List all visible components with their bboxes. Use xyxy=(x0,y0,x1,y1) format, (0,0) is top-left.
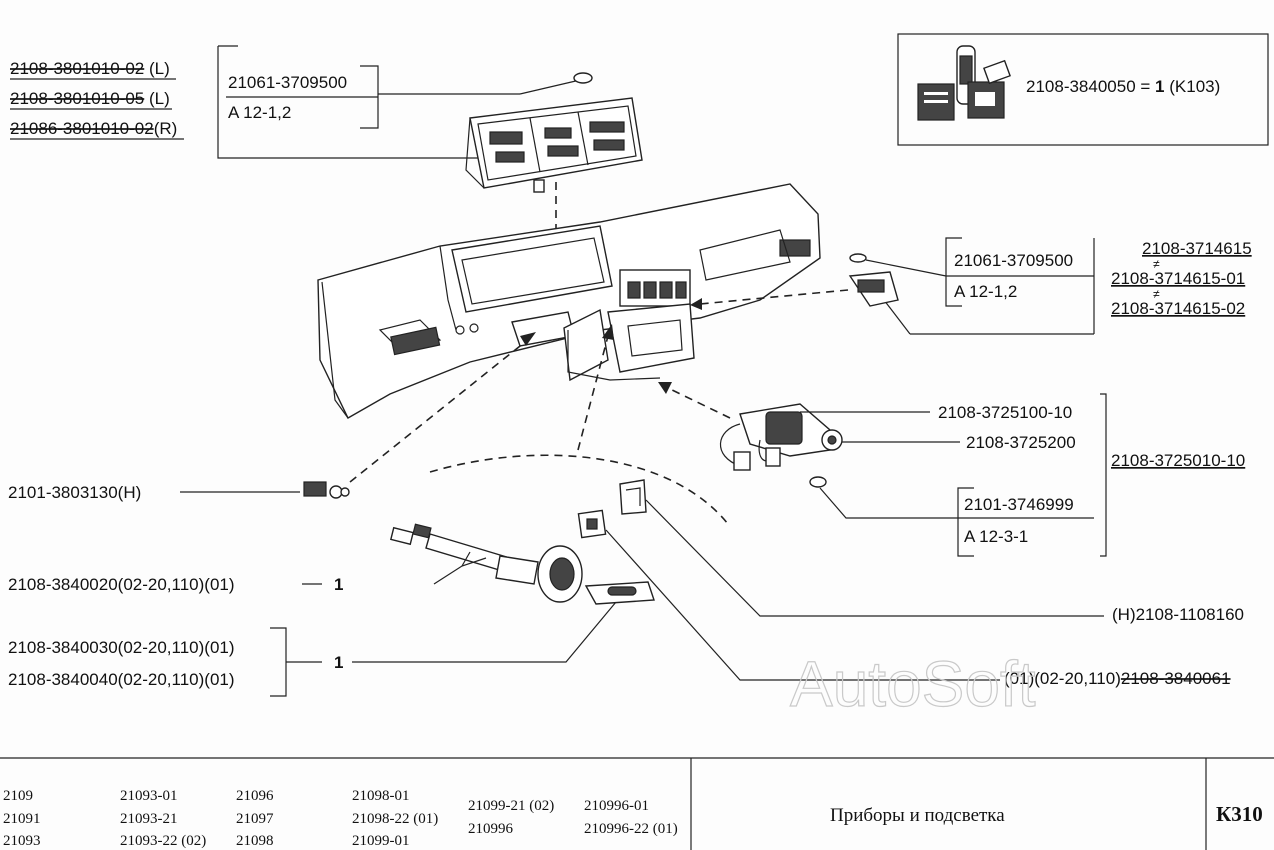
not-equal-symbol: ≠ xyxy=(1153,287,1160,301)
svg-text:2108-3840050 = 1 (K103): 2108-3840050 = 1 (K103) xyxy=(1026,77,1220,96)
ignition-bulb-part: 2101-3746999 xyxy=(964,495,1074,514)
footer: 2109 21091 21093 21093-01 21093-21 21093… xyxy=(0,757,1274,850)
clip-part: (H)2108-1108160 xyxy=(1112,605,1244,624)
model-code: 21098 xyxy=(236,833,274,849)
plate-part: 2108-3840030(02-20,110)(01) xyxy=(8,638,235,657)
model-code: 21091 xyxy=(3,811,41,827)
model-code: 21093-21 xyxy=(120,811,178,827)
dashboard xyxy=(317,183,821,419)
sensor: 2101-3803130(H) xyxy=(8,332,536,502)
cluster-bulb-type: A 12-1,2 xyxy=(228,103,291,122)
ignition-bulb-type: A 12-3-1 xyxy=(964,527,1028,546)
switch-variant: 2108-3714615 xyxy=(1142,239,1252,258)
model-code: 21093-22 (02) xyxy=(120,833,206,849)
header-reference: (K103) xyxy=(1165,77,1221,96)
switch-bulb-type: A 12-1,2 xyxy=(954,282,1017,301)
cluster-variant-number: 2108-3801010-05 xyxy=(10,89,144,108)
plate-quantity: 1 xyxy=(334,653,343,672)
page-title: Приборы и подсветка xyxy=(830,805,1005,826)
cluster-variant-side: (L) xyxy=(144,59,170,78)
instrument-cluster xyxy=(465,97,643,258)
plates: 2108-3840030(02-20,110)(01) 2108-3840040… xyxy=(8,581,655,697)
model-code: 21096 xyxy=(236,788,274,804)
ignition-part: 2108-3725100-10 xyxy=(938,403,1072,422)
model-code: 210996-01 xyxy=(584,798,649,814)
header-part-number: 2108-3840050 = xyxy=(1026,77,1155,96)
sensor-part: 2101-3803130(H) xyxy=(8,483,141,502)
clip-and-bracket: (H)2108-1108160 (01)(02-20,110)2108-3840… xyxy=(577,479,1244,688)
model-code: 21099-01 xyxy=(352,833,410,849)
model-code: 21093-01 xyxy=(120,788,178,804)
cable-part: 2108-3840020(02-20,110)(01) xyxy=(8,575,235,594)
page-code: К310 xyxy=(1216,802,1263,826)
ignition-assembly: 2108-3725010-10 xyxy=(1111,451,1245,470)
bracket-part: 2108-3840061 xyxy=(1121,669,1231,688)
plate-part: 2108-3840040(02-20,110)(01) xyxy=(8,670,235,689)
header-quantity: 1 xyxy=(1155,77,1164,96)
cluster-variant-side: (L) xyxy=(144,89,170,108)
model-code: 210996 xyxy=(468,821,514,837)
bracket-prefix: (01)(02-20,110) xyxy=(1004,669,1121,688)
light-switch xyxy=(690,271,899,310)
header-box: 2108-3840050 = 1 (K103) xyxy=(897,33,1269,146)
svg-text:(01)(02-20,110)2108-3840061: (01)(02-20,110)2108-3840061 xyxy=(1004,669,1231,688)
airflow-arc xyxy=(429,454,729,525)
bulb-icon xyxy=(573,72,593,84)
svg-text:2108-3801010-05 (L): 2108-3801010-05 (L) xyxy=(10,89,170,108)
model-code: 21098-01 xyxy=(352,788,410,804)
lamp-holder-cable: 2108-3840020(02-20,110)(01) 1 xyxy=(8,523,583,603)
switch-bulb-part: 21061-3709500 xyxy=(954,251,1073,270)
model-code: 21098-22 (01) xyxy=(352,811,438,827)
svg-text:2108-3801010-02 (L): 2108-3801010-02 (L) xyxy=(10,59,170,78)
cluster-labels: 2108-3801010-02 (L) 2108-3801010-05 (L) … xyxy=(10,45,593,175)
not-equal-symbol: ≠ xyxy=(1153,257,1160,271)
model-code: 21097 xyxy=(236,811,274,827)
cluster-variant-number: 2108-3801010-02 xyxy=(10,59,144,78)
switch-variant: 2108-3714615-01 xyxy=(1111,269,1245,288)
kit-icon xyxy=(917,45,1011,121)
model-code: 210996-22 (01) xyxy=(584,821,678,837)
cluster-variant-side: (R) xyxy=(154,119,178,138)
ignition-switch xyxy=(658,382,843,488)
model-code: 2109 xyxy=(3,788,33,804)
cluster-variant-number: 21086-3801010-02 xyxy=(10,119,154,138)
ignition-labels: 2108-3725100-10 2108-3725200 2108-372501… xyxy=(800,393,1245,557)
model-code: 21099-21 (02) xyxy=(468,798,554,814)
ignition-part: 2108-3725200 xyxy=(966,433,1076,452)
cable-quantity: 1 xyxy=(334,575,343,594)
bulb-icon xyxy=(849,253,867,263)
watermark: AutoSoft xyxy=(790,648,1036,720)
bulb-icon xyxy=(809,476,827,488)
cluster-bulb-part: 21061-3709500 xyxy=(228,73,347,92)
switch-variant: 2108-3714615-02 xyxy=(1111,299,1245,318)
switch-labels: 21061-3709500 A 12-1,2 2108-3714615 ≠ 21… xyxy=(849,237,1252,335)
model-code: 21093 xyxy=(3,833,41,849)
svg-text:21086-3801010-02(R): 21086-3801010-02(R) xyxy=(10,119,177,138)
